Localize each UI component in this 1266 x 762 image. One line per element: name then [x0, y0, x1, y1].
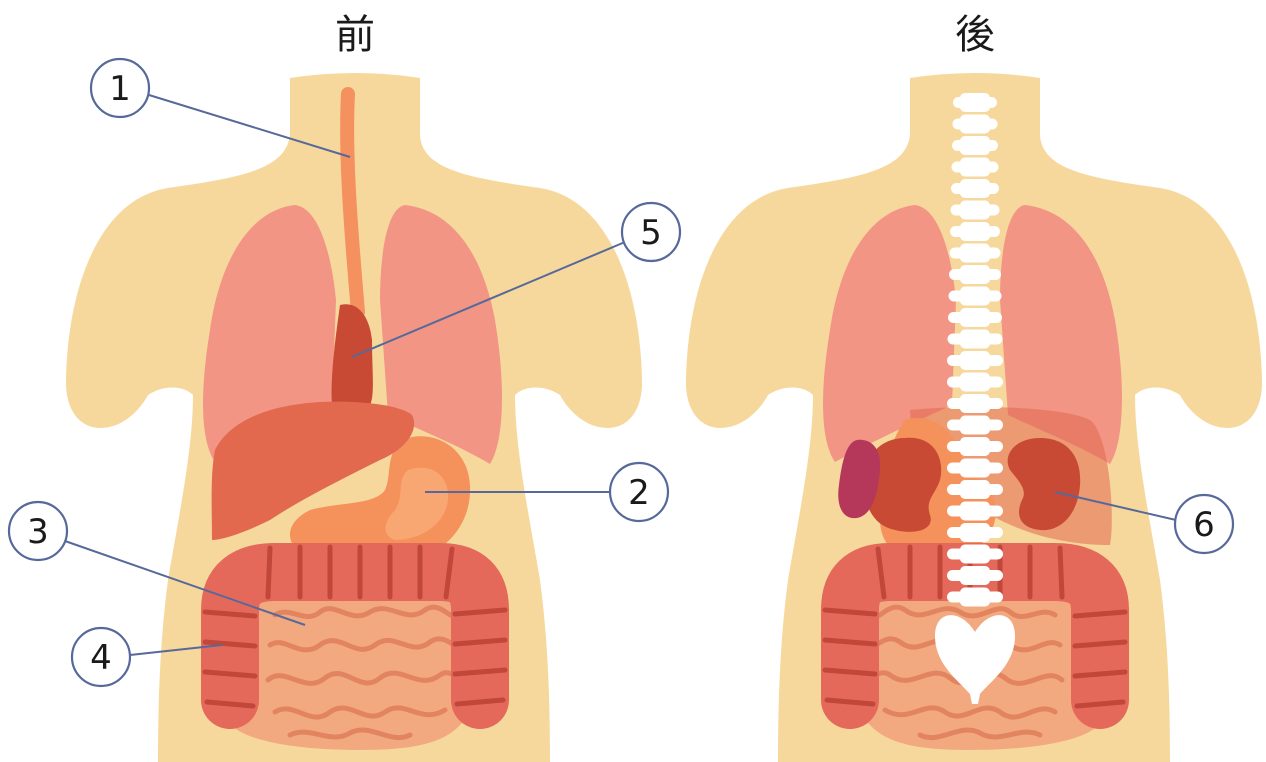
- callout-3-number: 3: [27, 512, 49, 552]
- back-title: 後: [955, 12, 995, 58]
- front-view: 前: [66, 12, 642, 762]
- front-title: 前: [335, 12, 375, 58]
- callout-6-number: 6: [1193, 505, 1215, 545]
- callout-5-number: 5: [640, 213, 662, 253]
- callout-2-number: 2: [628, 473, 650, 513]
- callout-4-number: 4: [90, 638, 112, 678]
- callout-1-number: 1: [109, 69, 131, 109]
- back-view: 後: [686, 12, 1262, 762]
- front-intestines: [205, 547, 505, 750]
